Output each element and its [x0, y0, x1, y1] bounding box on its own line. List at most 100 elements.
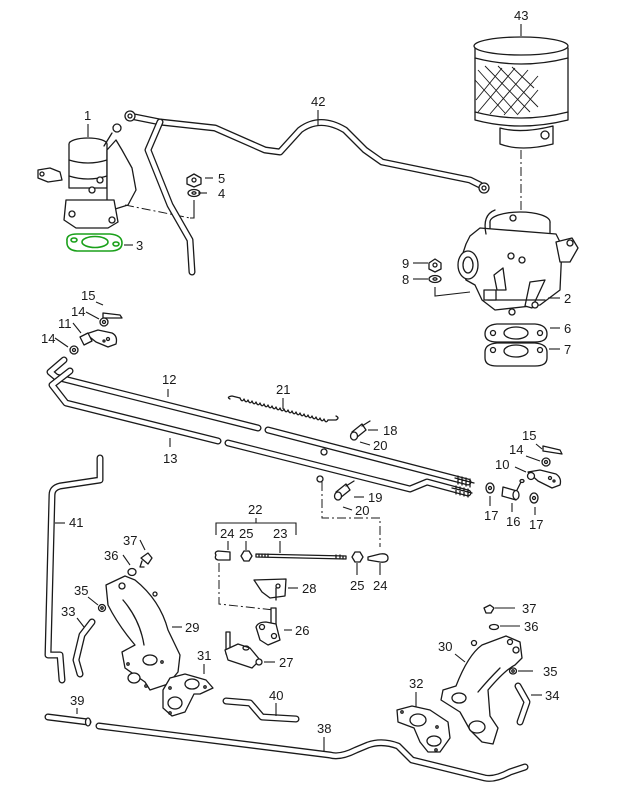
lock-nut-25-left[interactable] — [240, 550, 253, 562]
bracket-28[interactable] — [253, 578, 287, 601]
callout-21[interactable]: 21 — [276, 382, 290, 397]
callout-9[interactable]: 9 — [402, 256, 409, 271]
plug-screw-37-left[interactable] — [139, 552, 153, 568]
washer-14-left-lower[interactable] — [69, 345, 79, 355]
callout-27[interactable]: 27 — [279, 655, 293, 670]
callout-16[interactable]: 16 — [506, 514, 520, 529]
ball-cup-24-left[interactable] — [214, 550, 231, 561]
seal-ring-36-right[interactable] — [488, 623, 500, 631]
lower-rod-13[interactable] — [48, 367, 472, 497]
callout-5[interactable]: 5 — [218, 171, 225, 186]
callout-24-left[interactable]: 24 — [220, 526, 234, 541]
callout-17-left[interactable]: 17 — [484, 508, 498, 523]
callout-31[interactable]: 31 — [197, 648, 211, 663]
callout-7[interactable]: 7 — [564, 342, 571, 357]
callout-15-right[interactable]: 15 — [522, 428, 536, 443]
callout-20-lower[interactable]: 20 — [355, 503, 369, 518]
callout-2[interactable]: 2 — [564, 291, 571, 306]
lock-nut-25-right[interactable] — [351, 551, 364, 563]
callout-36-right[interactable]: 36 — [524, 619, 538, 634]
callout-1[interactable]: 1 — [84, 108, 91, 123]
callout-10[interactable]: 10 — [495, 457, 509, 472]
callout-24-right[interactable]: 24 — [373, 578, 387, 593]
callout-8[interactable]: 8 — [402, 272, 409, 287]
split-pin-15-left[interactable] — [102, 312, 123, 319]
carburetor-right[interactable] — [457, 209, 579, 316]
callout-18[interactable]: 18 — [383, 423, 397, 438]
callout-3[interactable]: 3 — [136, 238, 143, 253]
callout-35-left[interactable]: 35 — [74, 583, 88, 598]
callout-19[interactable]: 19 — [368, 490, 382, 505]
washer-8[interactable] — [428, 274, 442, 284]
callout-26[interactable]: 26 — [295, 623, 309, 638]
washer-14-left-upper[interactable] — [99, 317, 109, 327]
callout-22[interactable]: 22 — [248, 502, 262, 517]
threaded-rod-23[interactable] — [255, 553, 347, 560]
manifold-gasket-32[interactable] — [396, 705, 451, 753]
callout-39[interactable]: 39 — [70, 693, 84, 708]
washer-35-right[interactable] — [508, 667, 518, 675]
callout-33[interactable]: 33 — [61, 604, 75, 619]
callout-29[interactable]: 29 — [185, 620, 199, 635]
callout-14-left-upper[interactable]: 14 — [71, 304, 85, 319]
callout-35-right[interactable]: 35 — [543, 664, 557, 679]
callout-25-left[interactable]: 25 — [239, 526, 253, 541]
gasket-6[interactable] — [484, 323, 548, 343]
tension-spring-21[interactable] — [227, 395, 339, 423]
rod-end-16[interactable] — [501, 478, 525, 501]
callout-4[interactable]: 4 — [218, 186, 225, 201]
hose-nipple-33[interactable] — [72, 618, 96, 678]
callout-20-upper[interactable]: 20 — [373, 438, 387, 453]
callout-34[interactable]: 34 — [545, 688, 559, 703]
callout-14-left-lower[interactable]: 14 — [41, 331, 55, 346]
callout-23[interactable]: 23 — [273, 526, 287, 541]
nut-17-left[interactable] — [485, 482, 495, 494]
ball-socket-18[interactable] — [349, 420, 371, 441]
hose-39[interactable] — [44, 713, 92, 727]
callout-32[interactable]: 32 — [409, 676, 423, 691]
nut-17-right[interactable] — [529, 492, 539, 504]
pipe-40[interactable] — [222, 697, 300, 723]
hose-nipple-34[interactable] — [514, 682, 531, 726]
callout-41[interactable]: 41 — [69, 515, 83, 530]
split-pin-15-right[interactable] — [542, 445, 563, 455]
callout-37-left[interactable]: 37 — [123, 533, 137, 548]
callout-6[interactable]: 6 — [564, 321, 571, 336]
callout-36-left[interactable]: 36 — [104, 548, 118, 563]
upper-rod-12[interactable] — [46, 356, 472, 486]
spacer-flange-7[interactable] — [484, 342, 548, 367]
gasket-3-highlighted[interactable] — [66, 233, 123, 252]
relay-lever-27[interactable] — [224, 631, 263, 669]
lever-11-left[interactable] — [79, 329, 118, 348]
callout-30[interactable]: 30 — [438, 639, 452, 654]
vent-pipe-41[interactable] — [44, 454, 104, 684]
intake-manifold-right-30[interactable] — [440, 635, 523, 745]
air-filter[interactable] — [473, 36, 569, 149]
callout-25-right[interactable]: 25 — [350, 578, 364, 593]
callout-43[interactable]: 43 — [514, 8, 528, 23]
bracket-lever-26[interactable] — [255, 607, 281, 646]
callout-14-right[interactable]: 14 — [509, 442, 523, 457]
callout-28[interactable]: 28 — [302, 581, 316, 596]
callout-40[interactable]: 40 — [269, 688, 283, 703]
plug-screw-37-right[interactable] — [483, 604, 495, 614]
callout-17-right[interactable]: 17 — [529, 517, 543, 532]
callout-12[interactable]: 12 — [162, 372, 176, 387]
callout-11[interactable]: 11 — [58, 316, 72, 331]
nut-9[interactable] — [428, 258, 442, 273]
washer-35-left[interactable] — [97, 603, 107, 613]
cross-over-rod-42[interactable] — [124, 110, 490, 276]
nut-5[interactable] — [186, 173, 202, 188]
callout-38[interactable]: 38 — [317, 721, 331, 736]
ball-socket-19[interactable] — [333, 480, 355, 501]
callout-37-right[interactable]: 37 — [522, 601, 536, 616]
seal-ring-36-left[interactable] — [127, 567, 137, 577]
callout-15-left[interactable]: 15 — [81, 288, 95, 303]
carburetor-left[interactable] — [37, 123, 137, 229]
washer-14-right[interactable] — [541, 457, 551, 467]
intake-manifold-left-29[interactable] — [105, 575, 181, 691]
callout-13[interactable]: 13 — [163, 451, 177, 466]
manifold-gasket-31[interactable] — [162, 673, 214, 717]
ball-cup-24-right[interactable] — [367, 553, 389, 563]
callout-42[interactable]: 42 — [311, 94, 325, 109]
